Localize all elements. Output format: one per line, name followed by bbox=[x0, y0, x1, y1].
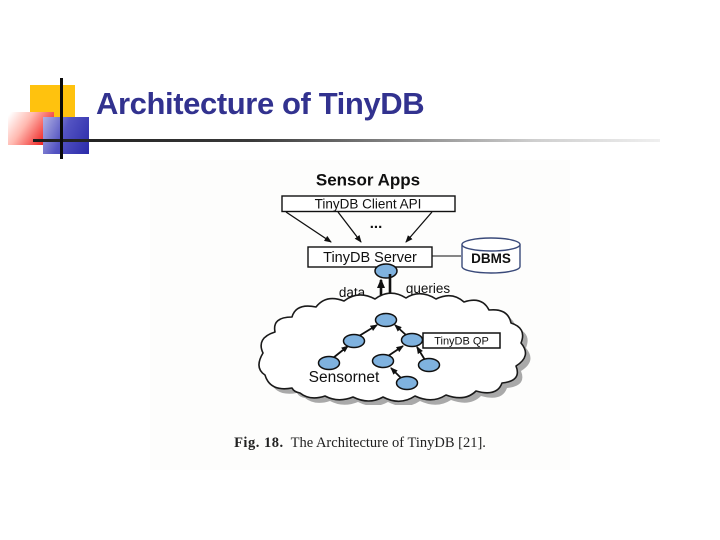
node-left-grandchild bbox=[317, 355, 341, 371]
server-label: TinyDB Server bbox=[323, 250, 417, 266]
figure-image: Sensor Apps TinyDB Client API ... TinyDB… bbox=[150, 160, 570, 470]
client-api-box bbox=[281, 195, 456, 213]
dbms-cylinder: DBMS bbox=[461, 237, 521, 274]
dbms-label: DBMS bbox=[471, 251, 511, 266]
server-root-node bbox=[374, 263, 398, 279]
decor-blue-square bbox=[43, 117, 89, 154]
node-root bbox=[374, 312, 398, 328]
client-api-label: TinyDB Client API bbox=[315, 197, 422, 212]
caption-text: The Architecture of TinyDB [21]. bbox=[290, 435, 486, 451]
figure-caption: Fig. 18. The Architecture of TinyDB [21]. bbox=[150, 435, 570, 452]
client-to-server-arrows bbox=[285, 211, 433, 243]
decor-vertical-line bbox=[60, 78, 63, 159]
server-box bbox=[307, 246, 433, 268]
sensornet-tree-edges bbox=[332, 324, 426, 380]
node-right-grandchild bbox=[417, 357, 441, 373]
ellipsis-label: ... bbox=[370, 215, 383, 232]
sensornet-cloud bbox=[258, 292, 527, 403]
tinydb-architecture-diagram: Sensor Apps TinyDB Client API ... TinyDB… bbox=[258, 171, 531, 405]
queries-label: queries bbox=[406, 281, 451, 296]
caption-prefix: Fig. 18. bbox=[234, 435, 284, 451]
qp-label: TinyDB QP bbox=[434, 336, 489, 348]
node-right-child bbox=[400, 332, 424, 348]
sensor-apps-label: Sensor Apps bbox=[316, 171, 420, 190]
node-bottom bbox=[395, 375, 419, 391]
title-underline bbox=[33, 139, 660, 142]
node-center-grandchild bbox=[371, 353, 395, 369]
sensornet-label: Sensornet bbox=[309, 369, 380, 386]
node-left-child bbox=[342, 333, 366, 349]
page-title: Architecture of TinyDB bbox=[96, 86, 425, 121]
qp-box bbox=[422, 332, 501, 349]
sensornet-tree-nodes bbox=[317, 312, 441, 391]
